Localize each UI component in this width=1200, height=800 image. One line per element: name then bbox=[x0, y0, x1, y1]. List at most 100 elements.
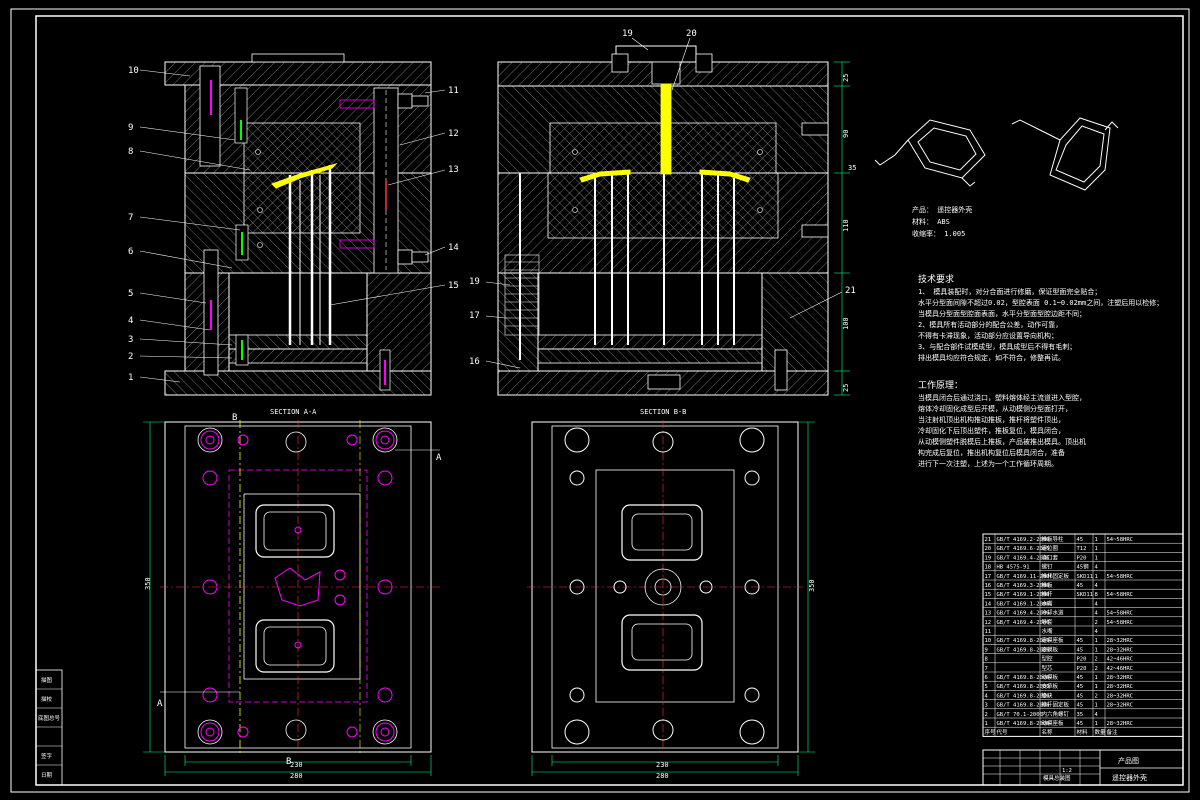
section-b-title: SECTION B-B bbox=[640, 408, 686, 416]
plan-right-inner-width: 230 bbox=[656, 761, 669, 769]
bom-cell: 45 bbox=[1077, 684, 1084, 690]
bom-cell: 1 bbox=[1095, 574, 1098, 580]
bom-cell: GB/T 4169.6-2006 bbox=[997, 546, 1050, 552]
work-line-3: 当注射机顶出机构推动推板，推杆将塑件顶出， bbox=[918, 415, 1065, 424]
bom-cell: 6 bbox=[985, 675, 988, 681]
bom-cell: 动模座板 bbox=[1042, 719, 1065, 727]
work-line-5: 从动模侧塑件脱模后上推板，产品被推出模具。顶出机 bbox=[918, 437, 1086, 446]
bom-cell: 42~46HRC bbox=[1107, 666, 1134, 672]
bom-cell: GB/T 4169.8-2006 bbox=[997, 693, 1050, 699]
bom-cell: GB/T 4169.8-2006 bbox=[997, 638, 1050, 644]
bom-cell: 2 bbox=[985, 712, 988, 718]
bom-cell: 18 bbox=[985, 565, 992, 571]
bom-cell: 45 bbox=[1077, 647, 1084, 653]
label-2: 2 bbox=[128, 352, 133, 362]
bom-cell: 45 bbox=[1077, 638, 1084, 644]
plan-right-outer-width: 280 bbox=[656, 772, 669, 780]
dim-100: 100 bbox=[842, 317, 850, 330]
bom-cell: 28~32HRC bbox=[1107, 721, 1134, 727]
bom-cell: 9 bbox=[985, 647, 988, 653]
bom-cell: 54~58HRC bbox=[1107, 592, 1134, 598]
label-19-top: 19 bbox=[622, 29, 633, 39]
label-8: 8 bbox=[128, 147, 133, 157]
bom-cell: 定模座板 bbox=[1042, 636, 1065, 644]
bom-cell: P20 bbox=[1077, 555, 1087, 561]
tech-line-7: 排出模具均应符合规定，如不符合，修整再试。 bbox=[918, 353, 1065, 362]
bom-cell: 4 bbox=[1095, 712, 1099, 718]
bom-cell: SKD11 bbox=[1077, 592, 1094, 598]
bom-cell: 1 bbox=[1095, 537, 1098, 543]
bom-cell: T12 bbox=[1077, 546, 1087, 552]
section-a-title: SECTION A-A bbox=[270, 408, 317, 416]
bom-cell: 28~32HRC bbox=[1107, 647, 1134, 653]
technical-requirements: 技术要求 1、 模具装配时，对分合面进行修磨，保证型面完全贴合； 水平分型面间隙… bbox=[918, 273, 1163, 362]
bom-cell: 4 bbox=[1095, 611, 1099, 617]
bom-header-cell: 名称 bbox=[1042, 728, 1054, 736]
bom-cell: 定模板 bbox=[1042, 645, 1059, 653]
bom-cell: 13 bbox=[985, 611, 992, 617]
strip-3: 底图总号 bbox=[38, 714, 61, 722]
strip-6: 日期 bbox=[41, 772, 53, 779]
label-1: 1 bbox=[128, 373, 133, 383]
bom-cell: 45 bbox=[1077, 703, 1084, 709]
title-scale: 1:2 bbox=[1062, 768, 1072, 774]
tech-line-3: 当模具分型面型腔面表面，水平分型面型腔边距不同； bbox=[918, 309, 1086, 318]
bom-cell: 28~32HRC bbox=[1107, 675, 1134, 681]
bom-cell: 28~32HRC bbox=[1107, 684, 1134, 690]
bom-cell: GB/T 4169.1-2006 bbox=[997, 601, 1050, 607]
bom-cell: 12 bbox=[985, 620, 992, 626]
bom-cell: 1 bbox=[1095, 555, 1098, 561]
bom-cell: GB/T 4169.8-2006 bbox=[997, 684, 1050, 690]
bom-cell: 14 bbox=[985, 601, 992, 607]
plan-view-left: 350 230 280 B B A A bbox=[143, 413, 442, 780]
title-drawing-name: 遥控器外壳 bbox=[1112, 773, 1147, 782]
tech-line-5: 不得有卡滞现象，活动部分应设置导向机构； bbox=[918, 331, 1058, 340]
label-11: 11 bbox=[448, 86, 459, 96]
bom-header-cell: 备注 bbox=[1107, 728, 1119, 736]
bom-cell: 45 bbox=[1077, 675, 1084, 681]
tech-line-4: 2、模具所有活动部分的配合公差，动作可靠， bbox=[918, 320, 1062, 329]
label-21: 21 bbox=[845, 286, 856, 296]
tech-line-6: 3、与配合部件试模成型，模具成型后不得有毛刺； bbox=[918, 342, 1076, 351]
bom-cell: 5 bbox=[985, 684, 988, 690]
bom-cell: 推杆 bbox=[1042, 590, 1054, 598]
bom-cell: 支承板 bbox=[1042, 682, 1059, 690]
label-3: 3 bbox=[128, 335, 133, 345]
product-material: 材料： ABS bbox=[912, 217, 950, 226]
title-product: 产品图 bbox=[1118, 756, 1139, 765]
bom-cell: 54~58HRC bbox=[1107, 537, 1134, 543]
bom-cell: SKD11 bbox=[1077, 574, 1094, 580]
bom-cell: P20 bbox=[1077, 657, 1087, 663]
bom-cell: 21 bbox=[985, 537, 992, 543]
plan-left-height: 350 bbox=[144, 577, 152, 590]
label-14: 14 bbox=[448, 243, 459, 253]
bom-cell: 冷却水道 bbox=[1042, 609, 1065, 617]
bom-cell: 54~58HRC bbox=[1107, 620, 1134, 626]
dim-25-top: 25 bbox=[842, 74, 850, 82]
tech-title: 技术要求 bbox=[918, 273, 954, 285]
bom-cell: 4 bbox=[1095, 583, 1099, 589]
bom-cell: 8 bbox=[1095, 592, 1098, 598]
bom-cell: 导套 bbox=[1042, 618, 1054, 626]
bom-cell: GB/T 4169.4-2006 bbox=[997, 620, 1050, 626]
bom-cell: 2 bbox=[1095, 666, 1098, 672]
bom-cell: 型芯 bbox=[1042, 664, 1054, 672]
product-shrinkage: 收缩率： 1.005 bbox=[912, 229, 965, 238]
bom-cell: 推板 bbox=[1042, 581, 1054, 589]
work-line-4: 冷却固化下后顶出塑件，推板复位，模具闭合， bbox=[918, 426, 1065, 435]
bom-cell: 28~32HRC bbox=[1107, 693, 1134, 699]
dim-25-bottom: 25 bbox=[842, 384, 850, 392]
bom-cell: 4 bbox=[1095, 629, 1099, 635]
bom-cell: GB/T 4169.8-2006 bbox=[997, 675, 1050, 681]
bom-cell: 1 bbox=[1095, 675, 1098, 681]
bom-cell: 水嘴 bbox=[1042, 599, 1054, 607]
bom-header-cell: 数量 bbox=[1095, 728, 1107, 736]
bom-header-cell: 序号 bbox=[985, 728, 997, 736]
bom-cell: 浇口套 bbox=[1042, 553, 1059, 561]
label-15: 15 bbox=[448, 281, 459, 291]
bom-cell: 19 bbox=[985, 555, 992, 561]
bom-cell: GB/T 4169.8-2006 bbox=[997, 647, 1050, 653]
bom-cell: 1 bbox=[1095, 546, 1098, 552]
work-line-6: 构完成后复位，推出机构复位后模具闭合，准备 bbox=[918, 448, 1065, 457]
